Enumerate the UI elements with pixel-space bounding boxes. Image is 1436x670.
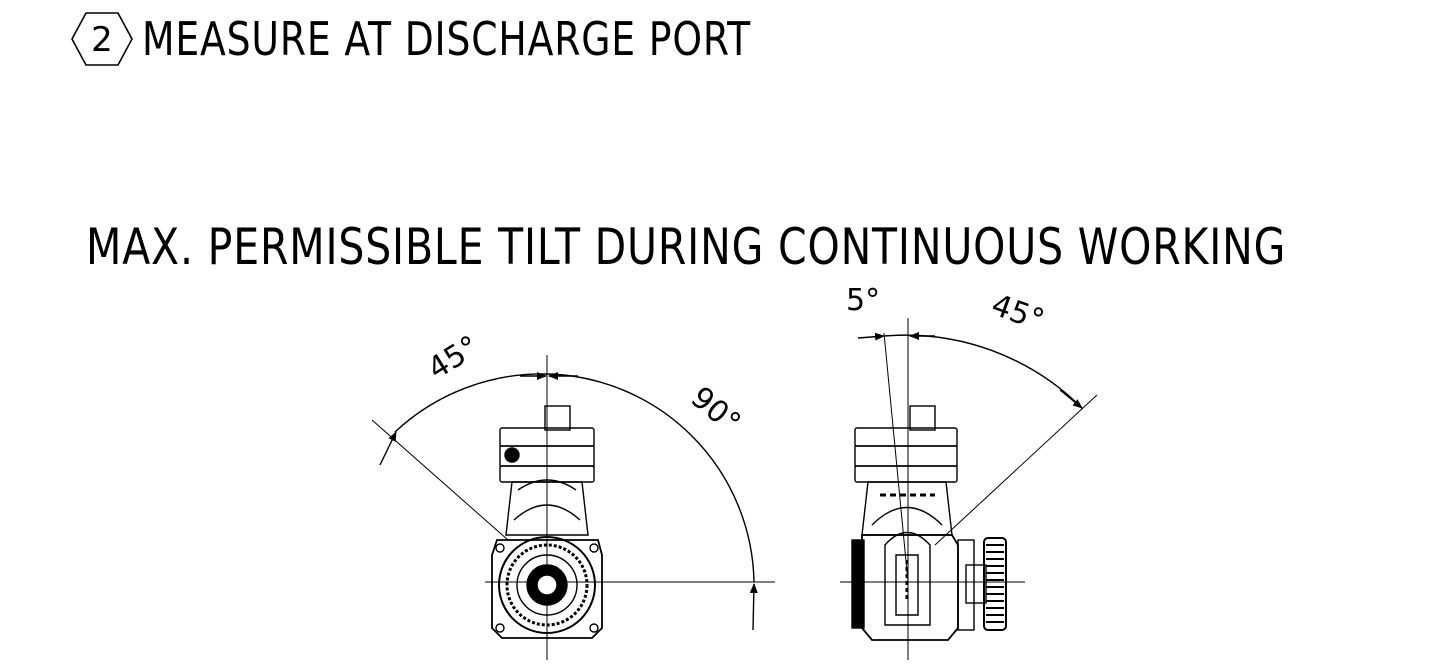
- right-view: [840, 318, 1098, 660]
- left-90-arc: [546, 373, 755, 583]
- right-45-reference-line: [934, 394, 1098, 546]
- drawing-title: MAX. PERMISSIBLE TILT DURING CONTINUOUS …: [86, 218, 1287, 276]
- left-angle-90-label: 90°: [684, 380, 747, 441]
- hexagon-note-symbol: 2: [71, 12, 133, 66]
- left-angle-45-label: 45°: [422, 329, 486, 387]
- right-angle-45-label: 45°: [987, 287, 1049, 338]
- note-text: MEASURE AT DISCHARGE PORT: [142, 12, 751, 66]
- right-5-reference-line: [883, 332, 909, 583]
- left-view: [371, 355, 775, 660]
- note-callout: 2 MEASURE AT DISCHARGE PORT: [70, 8, 885, 70]
- right-angle-arc: [884, 334, 1083, 409]
- left-45-arc: [394, 373, 548, 433]
- right-angle-5-label: 5°: [846, 283, 880, 318]
- note-number: 2: [91, 20, 113, 60]
